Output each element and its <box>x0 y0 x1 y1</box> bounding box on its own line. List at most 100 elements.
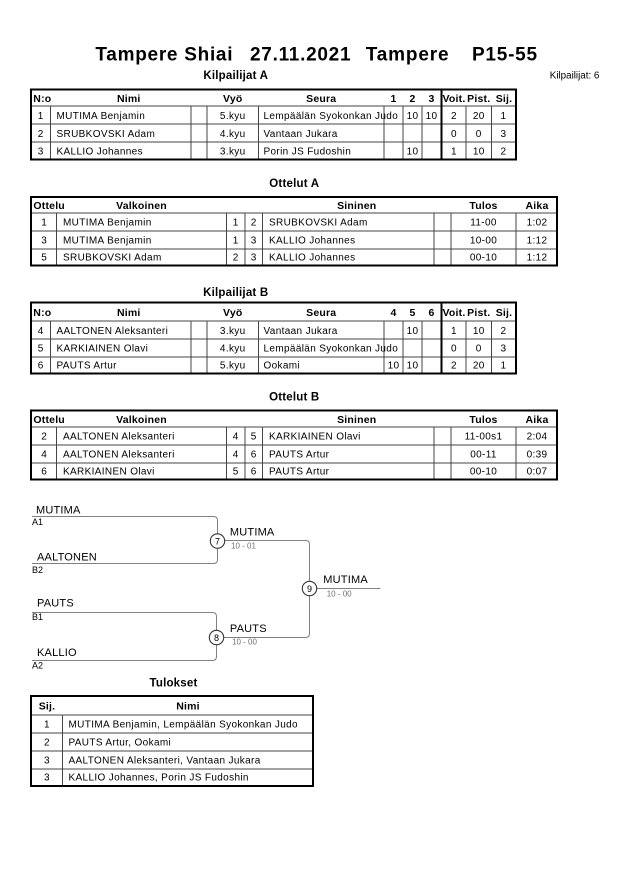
svg-text:Tampere: Tampere <box>366 44 450 65</box>
svg-text:Ottelut A: Ottelut A <box>269 178 319 190</box>
svg-text:1: 1 <box>390 93 396 105</box>
svg-text:3: 3 <box>251 253 257 264</box>
svg-text:2: 2 <box>451 361 457 372</box>
svg-text:Sij.: Sij. <box>496 307 513 319</box>
svg-text:MUTIMA: MUTIMA <box>323 574 368 586</box>
svg-text:AALTONEN Aleksanteri: AALTONEN Aleksanteri <box>63 450 175 461</box>
svg-text:Kilpailijat A: Kilpailijat A <box>203 70 268 82</box>
svg-text:KALLIO Johannes, Porin JS Fudo: KALLIO Johannes, Porin JS Fudoshin <box>69 773 249 784</box>
svg-text:AALTONEN Aleksanteri: AALTONEN Aleksanteri <box>63 432 175 443</box>
svg-text:Vyö: Vyö <box>223 307 242 319</box>
svg-text:6: 6 <box>251 450 257 461</box>
svg-text:N:o: N:o <box>33 93 51 105</box>
svg-text:SRUBKOVSKI Adam: SRUBKOVSKI Adam <box>269 218 368 229</box>
svg-text:10: 10 <box>407 361 419 372</box>
svg-text:KALLIO Johannes: KALLIO Johannes <box>269 236 355 247</box>
svg-text:3: 3 <box>44 773 50 784</box>
svg-text:2: 2 <box>44 737 50 748</box>
svg-text:4.kyu: 4.kyu <box>220 129 246 140</box>
svg-text:1: 1 <box>41 218 47 229</box>
svg-text:27.11.2021: 27.11.2021 <box>250 44 351 65</box>
svg-text:Ottelu: Ottelu <box>33 200 65 212</box>
svg-text:1: 1 <box>38 111 44 122</box>
svg-text:2: 2 <box>501 326 507 337</box>
svg-text:Tampere Shiai: Tampere Shiai <box>95 44 233 65</box>
svg-text:Kilpailijat: 6: Kilpailijat: 6 <box>550 70 600 81</box>
svg-text:0:07: 0:07 <box>527 467 548 478</box>
svg-text:2: 2 <box>233 253 239 264</box>
svg-text:MUTIMA Benjamin: MUTIMA Benjamin <box>63 218 152 229</box>
svg-text:SRUBKOVSKI Adam: SRUBKOVSKI Adam <box>63 253 162 264</box>
svg-text:10: 10 <box>426 111 438 122</box>
svg-text:Ookami: Ookami <box>264 361 301 372</box>
svg-text:9: 9 <box>307 584 312 594</box>
svg-text:3: 3 <box>501 344 507 355</box>
svg-text:5: 5 <box>233 467 239 478</box>
svg-text:KARKIAINEN Olavi: KARKIAINEN Olavi <box>269 432 361 443</box>
svg-text:Seura: Seura <box>306 307 336 319</box>
svg-text:Vantaan Jukara: Vantaan Jukara <box>264 129 338 140</box>
svg-text:2: 2 <box>451 111 457 122</box>
svg-text:3: 3 <box>501 129 507 140</box>
svg-text:Voit.: Voit. <box>443 307 466 319</box>
svg-text:20: 20 <box>473 361 485 372</box>
svg-text:1:12: 1:12 <box>527 253 548 264</box>
svg-text:1:02: 1:02 <box>527 218 548 229</box>
svg-text:1: 1 <box>233 236 239 247</box>
svg-text:AALTONEN Aleksanteri, Vantaan: AALTONEN Aleksanteri, Vantaan Jukara <box>69 755 261 766</box>
svg-text:A2: A2 <box>32 661 43 671</box>
svg-text:3.kyu: 3.kyu <box>220 326 246 337</box>
svg-text:KARKIAINEN Olavi: KARKIAINEN Olavi <box>63 467 155 478</box>
svg-text:00-10: 00-10 <box>470 253 497 264</box>
svg-text:6: 6 <box>251 467 257 478</box>
svg-text:5: 5 <box>41 253 47 264</box>
svg-text:3: 3 <box>44 755 50 766</box>
svg-text:00-10: 00-10 <box>470 467 497 478</box>
svg-text:Tulos: Tulos <box>469 200 497 212</box>
svg-text:6: 6 <box>428 307 434 319</box>
svg-text:5: 5 <box>251 432 257 443</box>
svg-text:B1: B1 <box>32 612 43 622</box>
svg-text:Tulos: Tulos <box>469 414 497 426</box>
svg-text:1: 1 <box>44 719 50 730</box>
svg-text:0: 0 <box>476 129 482 140</box>
svg-text:3.kyu: 3.kyu <box>220 147 246 158</box>
svg-text:Sij.: Sij. <box>39 701 56 713</box>
svg-text:A1: A1 <box>32 517 43 527</box>
svg-text:10: 10 <box>407 326 419 337</box>
svg-text:Porin JS Fudoshin: Porin JS Fudoshin <box>264 147 352 158</box>
svg-text:3: 3 <box>38 147 44 158</box>
svg-text:1: 1 <box>501 111 507 122</box>
svg-text:8: 8 <box>214 633 219 643</box>
svg-text:KALLIO Johannes: KALLIO Johannes <box>57 147 143 158</box>
svg-text:2: 2 <box>41 432 47 443</box>
svg-text:1: 1 <box>451 147 457 158</box>
svg-text:KALLIO Johannes: KALLIO Johannes <box>269 253 355 264</box>
svg-text:2: 2 <box>38 129 44 140</box>
svg-text:AALTONEN Aleksanteri: AALTONEN Aleksanteri <box>57 326 169 337</box>
svg-text:0: 0 <box>451 344 457 355</box>
svg-text:10: 10 <box>473 326 485 337</box>
svg-text:MUTIMA: MUTIMA <box>230 527 275 539</box>
svg-text:4: 4 <box>41 450 47 461</box>
svg-text:11-00s1: 11-00s1 <box>465 432 503 443</box>
svg-text:SRUBKOVSKI Adam: SRUBKOVSKI Adam <box>57 129 156 140</box>
svg-text:1: 1 <box>501 361 507 372</box>
svg-text:5.kyu: 5.kyu <box>220 361 246 372</box>
svg-text:11-00: 11-00 <box>470 218 497 229</box>
svg-text:PAUTS Artur: PAUTS Artur <box>57 361 118 372</box>
svg-text:4: 4 <box>38 326 44 337</box>
svg-text:PAUTS Artur, Ookami: PAUTS Artur, Ookami <box>69 737 172 748</box>
svg-text:10: 10 <box>473 147 485 158</box>
svg-text:PAUTS: PAUTS <box>230 623 267 635</box>
svg-text:0: 0 <box>451 129 457 140</box>
svg-text:3: 3 <box>41 236 47 247</box>
svg-text:4: 4 <box>390 307 396 319</box>
svg-text:1: 1 <box>233 218 239 229</box>
svg-text:N:o: N:o <box>33 307 51 319</box>
svg-text:PAUTS: PAUTS <box>37 598 74 610</box>
svg-text:Sij.: Sij. <box>496 93 513 105</box>
svg-text:Tulokset: Tulokset <box>149 677 197 689</box>
svg-text:P15-55: P15-55 <box>472 44 538 65</box>
svg-text:10 - 01: 10 - 01 <box>231 542 256 551</box>
